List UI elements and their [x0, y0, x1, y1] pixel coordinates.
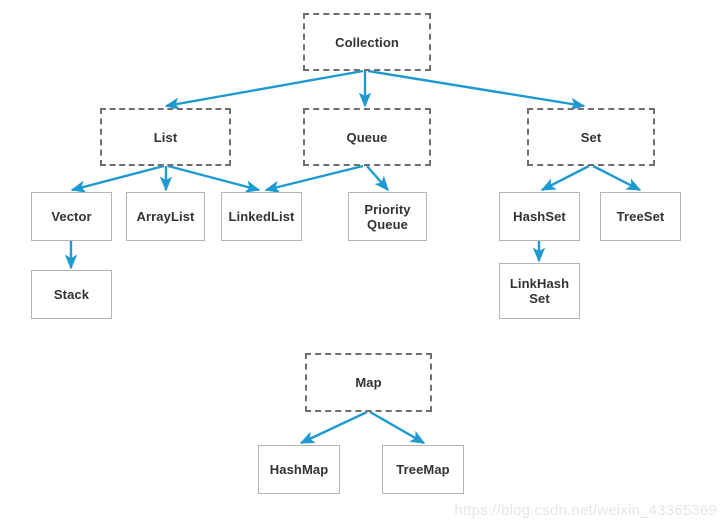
edge-map-to-hashmap — [299, 410, 368, 445]
node-list[interactable]: List — [100, 108, 231, 166]
node-stack[interactable]: Stack — [31, 270, 112, 319]
node-label: Map — [355, 375, 382, 390]
edge-queue-to-linkedlist — [264, 164, 364, 193]
node-label: Collection — [335, 34, 399, 50]
edge-set-to-hashset — [540, 164, 590, 192]
node-label: TreeMap — [396, 462, 450, 477]
node-arraylist[interactable]: ArrayList — [126, 192, 205, 241]
node-label: HashMap — [269, 462, 329, 477]
node-label: ArrayList — [136, 209, 195, 224]
edge-list-to-linkedlist — [167, 164, 261, 193]
node-linkhashset[interactable]: LinkHash Set — [499, 263, 580, 319]
node-label: List — [153, 129, 178, 145]
watermark: https://blog.csdn.net/weixin_43365369 — [454, 502, 717, 519]
node-label: HashSet — [513, 209, 566, 224]
edge-collection-to-list — [164, 69, 364, 110]
node-queue[interactable]: Queue — [303, 108, 431, 166]
node-label: Priority Queue — [364, 201, 411, 232]
node-label: LinkHash Set — [509, 276, 570, 306]
node-treemap[interactable]: TreeMap — [382, 445, 464, 494]
node-collection[interactable]: Collection — [303, 13, 431, 71]
node-label: LinkedList — [228, 209, 295, 224]
node-linkedlist[interactable]: LinkedList — [221, 192, 302, 241]
node-map[interactable]: Map — [305, 353, 432, 412]
node-label: Queue — [346, 129, 388, 145]
node-priorityqueue[interactable]: Priority Queue — [348, 192, 427, 241]
node-treeset[interactable]: TreeSet — [600, 192, 681, 241]
node-label: Vector — [51, 209, 92, 224]
node-vector[interactable]: Vector — [31, 192, 112, 241]
node-label: Stack — [53, 287, 90, 302]
node-label: TreeSet — [616, 209, 665, 224]
edge-map-to-treemap — [369, 410, 426, 445]
node-hashmap[interactable]: HashMap — [258, 445, 340, 494]
node-hashset[interactable]: HashSet — [499, 192, 580, 241]
edge-queue-to-priorityqueue — [366, 165, 389, 192]
edge-collection-to-set — [367, 69, 586, 111]
edge-set-to-treeset — [592, 164, 642, 192]
node-set[interactable]: Set — [527, 108, 655, 166]
edge-list-to-vector — [70, 164, 165, 193]
node-label: Set — [580, 129, 602, 145]
